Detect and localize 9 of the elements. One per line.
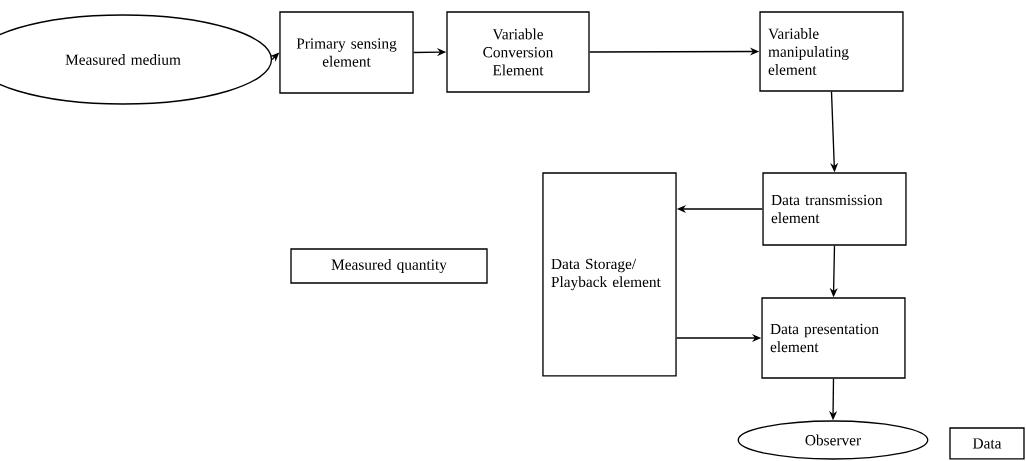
process-box: Measured quantity — [290, 248, 488, 284]
process-box: Variable manipulating element — [759, 11, 904, 92]
process-box: Data Storage/ Playback element — [542, 172, 677, 377]
process-box: Primary sensing element — [279, 11, 414, 94]
process-box: Data — [949, 427, 1025, 460]
process-box: Variable Conversion Element — [446, 11, 590, 93]
ellipse-node: Observer — [737, 420, 929, 460]
process-box: Data transmission element — [762, 172, 907, 246]
process-box: Data presentation element — [761, 297, 906, 379]
